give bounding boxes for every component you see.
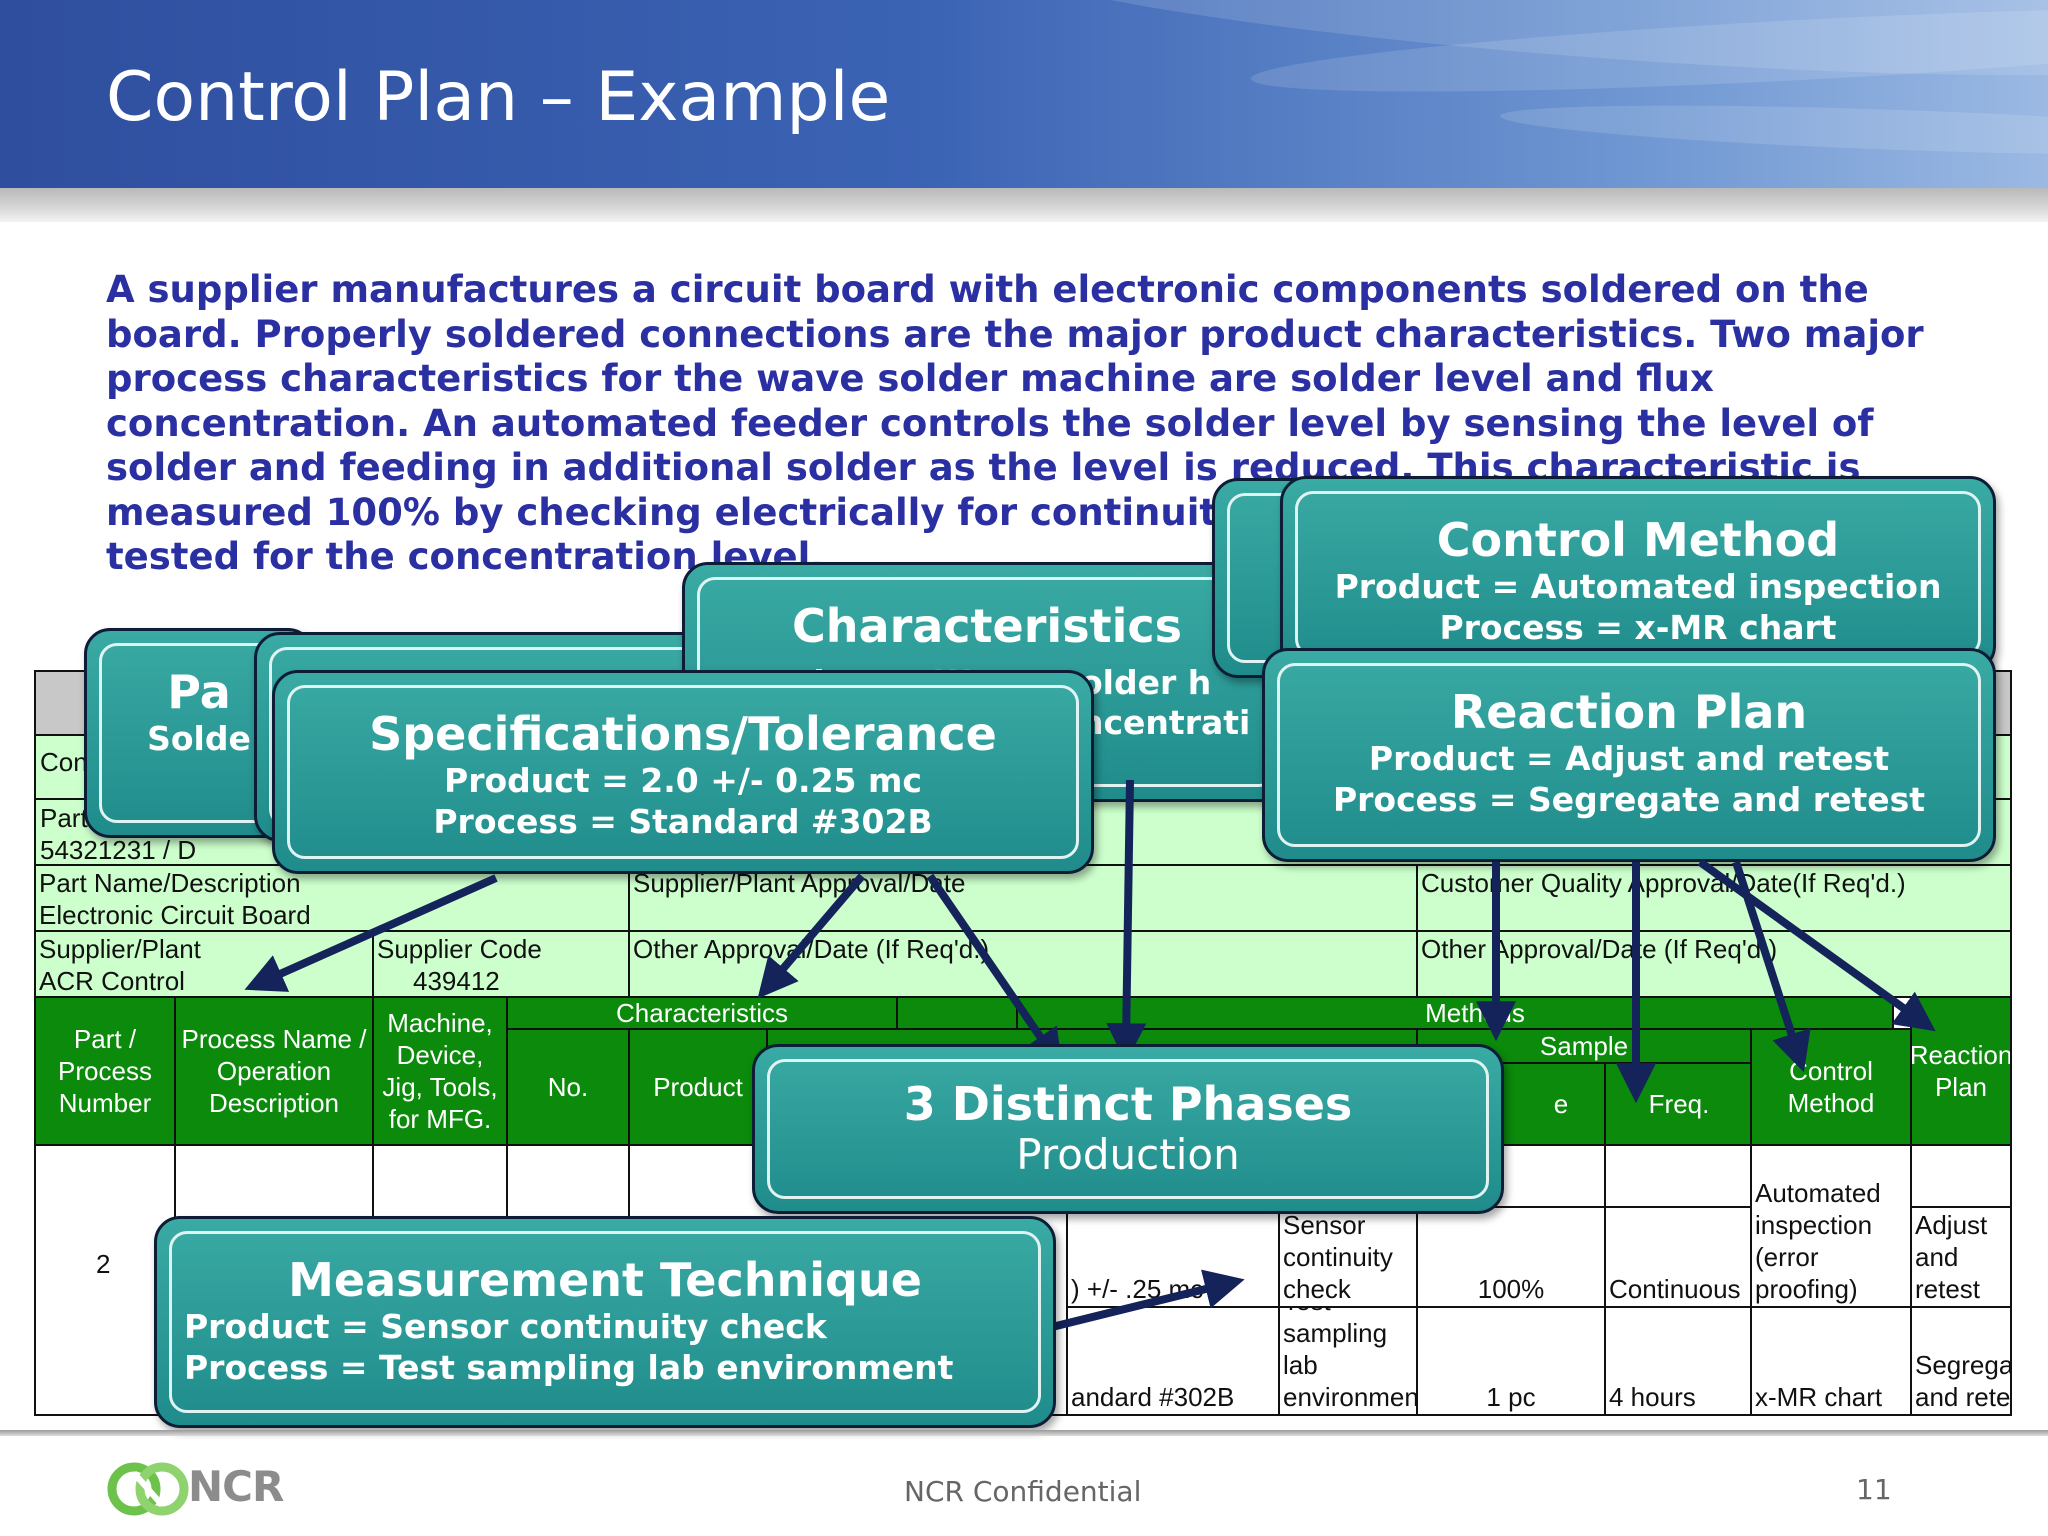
col-control-method: Control Method [1750, 1028, 1912, 1146]
form-row-1-label: Con [40, 747, 88, 777]
callout-characteristics-line: ncentrati [1080, 703, 1251, 742]
supplier-plant-cell: Supplier/Plant ACR Control [34, 930, 374, 998]
row-2-spec: andard #302B [1066, 1306, 1280, 1416]
callout-reaction-plan: Reaction Plan Product = Adjust and retes… [1262, 648, 1996, 862]
title-band [0, 0, 2048, 188]
callout-part-head: Pa [167, 665, 231, 719]
callout-measurement-head: Measurement Technique [288, 1253, 922, 1307]
row-1-reaction: Adjust and retest [1910, 1206, 2012, 1308]
row-2-size: 1 pc [1416, 1306, 1606, 1416]
ncr-logo-text: NCR [188, 1462, 284, 1511]
callout-reaction-plan-head: Reaction Plan [1450, 685, 1808, 739]
intro-paragraph: A supplier manufactures a circuit board … [106, 268, 2006, 580]
col-group-blank [896, 996, 1018, 1030]
slide-title: Control Plan – Example [106, 58, 891, 137]
footer-divider [0, 1430, 2048, 1436]
callout-reaction-plan-line: Process = Segregate and retest [1332, 780, 1926, 819]
callout-specifications-line: Product = 2.0 +/- 0.25 mc [444, 761, 922, 800]
part-number-value: 54321231 / D [40, 835, 197, 865]
intro-line: measured 100% by checking electrically f… [106, 490, 1242, 534]
row-2-reaction: Segregate and retest [1910, 1306, 2012, 1416]
part-name-cell: Part Name/Description Electronic Circuit… [34, 864, 630, 932]
intro-line: concentration. An automated feeder contr… [106, 401, 1874, 445]
callout-measurement-line: Process = Test sampling lab environment [184, 1348, 954, 1387]
callout-phases: 3 Distinct Phases Production [752, 1044, 1504, 1214]
callout-reaction-plan-line: Product = Adjust and retest [1368, 739, 1890, 778]
row-1-control: Automated inspection (error proofing) [1750, 1144, 1912, 1308]
row-2-control: x-MR chart [1750, 1306, 1912, 1416]
callout-characteristics-line: older h [1080, 663, 1212, 702]
cell-reaction-top [1910, 1144, 2012, 1208]
part-name-label: Part Name/Description [39, 868, 301, 898]
callout-specifications-head: Specifications/Tolerance [369, 707, 997, 761]
cell-freq-top [1604, 1144, 1754, 1208]
customer-quality-approval-label: Customer Quality Approval/Date(If Req'd.… [1421, 868, 1906, 898]
supplier-code-label: Supplier Code [377, 934, 542, 964]
supplier-plant-value: ACR Control [39, 966, 185, 996]
callout-phases-head: 3 Distinct Phases [903, 1077, 1353, 1131]
other-approval-label-2: Other Approval/Date (If Req'd.) [1421, 934, 1778, 964]
callout-phases-line: Production [1016, 1130, 1240, 1179]
callout-characteristics-head: Characteristics [792, 599, 1182, 653]
row-1-freq: Continuous [1604, 1206, 1754, 1308]
callout-measurement-line: Product = Sensor continuity check [184, 1307, 827, 1346]
callout-part-line: Solde [147, 719, 251, 758]
callout-control-method-head: Control Method [1436, 513, 1840, 567]
col-reaction-plan: Reaction Plan [1910, 996, 2012, 1146]
footer-confidential: NCR Confidential [904, 1475, 1142, 1508]
other-approval-cell-1: Other Approval/Date (If Req'd.) [628, 930, 1418, 998]
row-2-technique: Test sampling lab environment [1278, 1306, 1418, 1416]
supplier-plant-approval-cell: Supplier/Plant Approval/Date [628, 864, 1418, 932]
col-group-methods: Methods [1016, 996, 1894, 1030]
cell-part-process-number: 2 [34, 1144, 176, 1416]
intro-line: board. Properly soldered connections are… [106, 312, 1924, 356]
supplier-plant-label: Supplier/Plant [39, 934, 201, 964]
part-name-value: Electronic Circuit Board [39, 900, 311, 930]
row-1-size: 100% [1416, 1206, 1606, 1308]
row-1-technique: Sensor continuity check [1278, 1206, 1418, 1308]
table-row-part-number: 2 [96, 1249, 111, 1279]
col-freq: Freq. [1604, 1062, 1754, 1146]
other-approval-label-1: Other Approval/Date (If Req'd.) [633, 934, 990, 964]
other-approval-cell-2: Other Approval/Date (If Req'd.) [1416, 930, 2012, 998]
row-1-spec: ) +/- .25 mc [1066, 1206, 1280, 1308]
col-group-characteristics: Characteristics [506, 996, 898, 1030]
col-machine: Machine, Device, Jig, Tools, for MFG. [372, 996, 508, 1146]
customer-quality-approval-cell: Customer Quality Approval/Date(If Req'd.… [1416, 864, 2012, 932]
intro-line: A supplier manufactures a circuit board … [106, 268, 1869, 311]
callout-control-method-line: Product = Automated inspection [1334, 567, 1942, 606]
title-band-swoosh [1499, 96, 2048, 164]
callout-measurement: Measurement Technique Product = Sensor c… [154, 1216, 1056, 1428]
callout-control-method-line: Process = x-MR chart [1439, 608, 1837, 647]
callout-control-method: Control Method Product = Automated inspe… [1280, 476, 1996, 672]
callout-specifications-line: Process = Standard #302B [433, 802, 933, 841]
col-part-process-number: Part / Process Number [34, 996, 176, 1146]
supplier-code-cell: Supplier Code 439412 [372, 930, 630, 998]
supplier-code-value: 439412 [413, 966, 500, 996]
page-number: 11 [1856, 1473, 1892, 1506]
col-product: Product [628, 1028, 768, 1146]
ncr-logo-icon [107, 1462, 189, 1516]
title-band-shadow [0, 188, 2048, 222]
row-2-freq: 4 hours [1604, 1306, 1754, 1416]
col-no: No. [506, 1028, 630, 1146]
col-process-name: Process Name / Operation Description [174, 996, 374, 1146]
part-number-label: Part [40, 803, 88, 833]
callout-specifications: Specifications/Tolerance Product = 2.0 +… [272, 670, 1094, 874]
intro-line: process characteristics for the wave sol… [106, 357, 1714, 400]
